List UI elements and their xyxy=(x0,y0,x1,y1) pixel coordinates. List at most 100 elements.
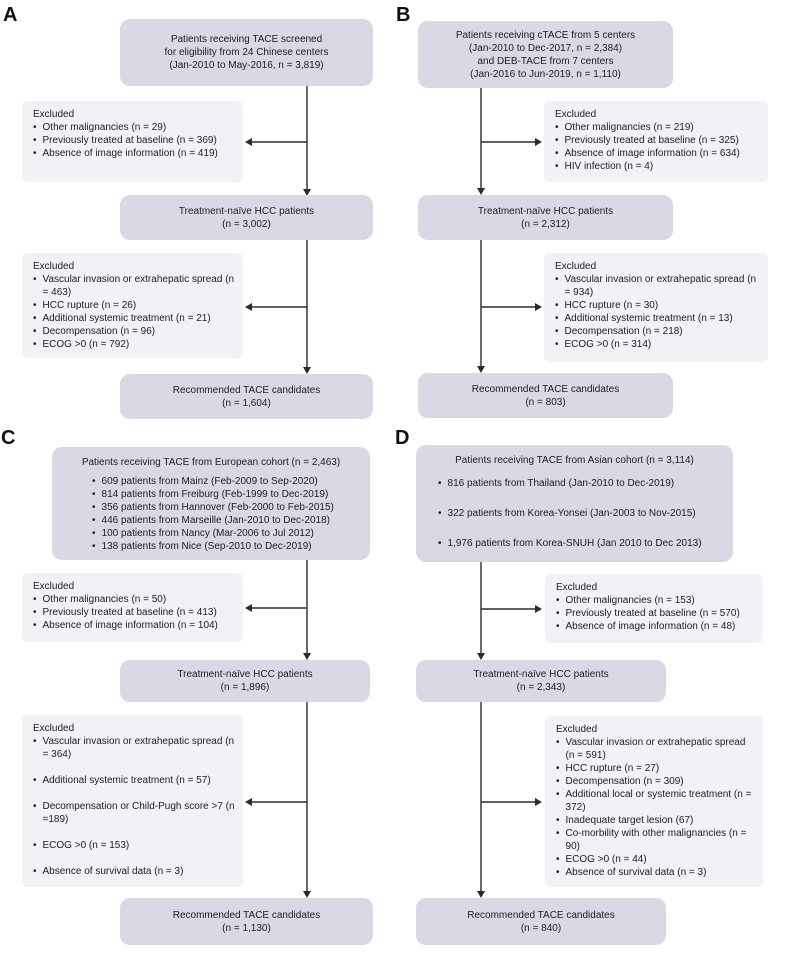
exclusion-list: •Vascular invasion or extrahepatic sprea… xyxy=(555,273,760,351)
final-line: Recommended TACE candidates xyxy=(172,384,321,396)
bullet-icon: • xyxy=(33,148,37,159)
bullet-icon: • xyxy=(555,148,559,159)
exclusion-item: • Other malignancies (n = 153) xyxy=(556,594,755,607)
exclusion-item-text: HIV infection (n = 4) xyxy=(564,161,654,172)
source-line: Patients receiving cTACE from 5 centers xyxy=(455,29,636,41)
exclusion-list: •Other malignancies (n = 29) •Previously… xyxy=(33,121,235,160)
bullet-icon: • xyxy=(556,595,560,606)
exclusion-item-text: Additional systemic treatment (n = 57) xyxy=(42,775,211,786)
exclusion-item: •Vascular invasion or extrahepatic sprea… xyxy=(33,735,235,761)
bullet-icon: • xyxy=(92,476,96,487)
exclusion-item-text: Vascular invasion or extrahepatic spread… xyxy=(42,274,235,298)
source-center-text: 609 patients from Mainz (Feb-2009 to Sep… xyxy=(101,476,318,487)
bullet-icon: • xyxy=(555,313,559,324)
exclusion-item: •ECOG >0 (n = 153) xyxy=(33,839,235,852)
exclusion-item-text: Inadequate target lesion (67) xyxy=(565,815,694,826)
exclusion-title: Excluded xyxy=(556,582,598,593)
bullet-icon: • xyxy=(438,478,442,489)
exclusion-item-text: Absence of survival data (n = 3) xyxy=(42,866,184,877)
source-center-item: •446 patients from Marseille (Jan-2010 t… xyxy=(92,514,360,527)
exclusion-title: Excluded xyxy=(33,261,75,272)
final-line: Recommended TACE candidates xyxy=(467,909,615,921)
exclusion-item: •HCC rupture (n = 30) xyxy=(555,299,760,312)
panel-a-mid-box: Treatment-naïve HCC patients (n = 3,002) xyxy=(120,195,373,240)
bullet-icon: • xyxy=(555,122,559,133)
exclusion-title: Excluded xyxy=(556,724,598,735)
exclusion-item: •Vascular invasion or extrahepatic sprea… xyxy=(556,736,755,762)
bullet-icon: • xyxy=(556,763,560,774)
bullet-icon: • xyxy=(556,608,560,619)
exclusion-item: •Other malignancies (n = 219) xyxy=(555,121,760,134)
panel-d-final-box: Recommended TACE candidates (n = 840) xyxy=(416,898,666,945)
source-center-text: 322 patients from Korea-Yonsei (Jan-2003… xyxy=(447,508,696,519)
exclusion-item: •Other malignancies (n = 50) xyxy=(33,593,235,606)
exclusion-item: •Previously treated at baseline (n = 325… xyxy=(555,134,760,147)
panel-d-exclusion-box-1: Excluded • Other malignancies (n = 153) •… xyxy=(545,574,763,643)
exclusion-item-text: Additional local or systemic treatment (… xyxy=(565,789,752,813)
exclusion-item-text: Decompensation (n = 218) xyxy=(564,326,683,337)
source-title: Patients receiving TACE from Asian cohor… xyxy=(455,455,694,466)
exclusion-item: •Vascular invasion or extrahepatic sprea… xyxy=(555,273,760,299)
bullet-icon: • xyxy=(33,594,37,605)
source-line: (Jan-2010 to May-2016, n = 3,819) xyxy=(169,60,324,71)
panel-b-exclusion-box-2: Excluded •Vascular invasion or extrahepa… xyxy=(544,253,768,362)
exclusion-item: • Decompensation (n = 218) xyxy=(555,325,760,338)
exclusion-item-text: Previously treated at baseline (n = 413) xyxy=(42,607,217,618)
arrowhead-right-icon xyxy=(535,138,542,146)
exclusion-item-text: ECOG >0 (n = 44) xyxy=(565,854,647,865)
bullet-icon: • xyxy=(92,528,96,539)
source-line: and DEB-TACE from 7 centers xyxy=(477,55,614,67)
source-center-item: •138 patients from Nice (Sep-2010 to Dec… xyxy=(92,540,360,553)
exclusion-item-text: HCC rupture (n = 30) xyxy=(564,300,659,311)
exclusion-item-text: Additional systemic treatment (n = 13) xyxy=(564,313,733,324)
exclusion-item: •HCC rupture (n = 26) xyxy=(33,299,235,312)
source-center-item: • 609 patients from Mainz (Feb-2009 to Se… xyxy=(92,475,360,488)
panel-label-b: B xyxy=(396,4,411,26)
exclusion-item-text: Absence of image information (n = 104) xyxy=(42,620,218,631)
source-center-item: • 1,976 patients from Korea-SNUH (Jan 201… xyxy=(438,537,723,550)
arrowhead-left-icon xyxy=(245,138,252,146)
exclusion-item-text: Other malignancies (n = 153) xyxy=(565,595,695,606)
exclusion-item: •ECOG >0 (n = 314) xyxy=(555,338,760,351)
exclusion-item-text: Vascular invasion or extrahepatic spread… xyxy=(42,736,235,760)
exclusion-list: •Vascular invasion or extrahepatic sprea… xyxy=(556,736,755,879)
exclusion-list: • Vascular invasion or extrahepatic sprea… xyxy=(33,273,235,351)
arrowhead-down-icon xyxy=(477,366,485,373)
exclusion-item-text: Additional systemic treatment (n = 21) xyxy=(42,313,211,324)
exclusion-item-text: Absence of survival data (n = 3) xyxy=(565,867,707,878)
exclusion-item-text: Absence of image information (n = 419) xyxy=(42,148,218,159)
source-center-item: •356 patients from Hannover (Feb-2000 to… xyxy=(92,501,360,514)
source-center-text: 1,976 patients from Korea-SNUH (Jan 2010… xyxy=(447,538,702,549)
exclusion-item: •Previously treated at baseline (n = 570… xyxy=(556,607,755,620)
mid-line: (n = 3,002) xyxy=(222,218,271,230)
source-center-item: •322 patients from Korea-Yonsei (Jan-200… xyxy=(438,507,723,520)
panel-d-exclusion-box-2: Excluded •Vascular invasion or extrahepa… xyxy=(545,716,763,887)
bullet-icon: • xyxy=(33,135,37,146)
exclusion-item-text: ECOG >0 (n = 792) xyxy=(42,339,130,350)
bullet-icon: • xyxy=(438,538,442,549)
exclusion-item-text: Decompensation (n = 96) xyxy=(42,326,156,337)
exclusion-item: •Additional systemic treatment (n = 57) xyxy=(33,774,235,787)
mid-line: Treatment-naïve HCC patients xyxy=(477,205,614,217)
bullet-icon: • xyxy=(556,815,560,826)
exclusion-item: • Absence of image information (n = 419) xyxy=(33,147,235,160)
bullet-icon: • xyxy=(555,339,559,350)
source-center-item: •816 patients from Thailand (Jan-2010 to… xyxy=(438,477,723,490)
bullet-icon: • xyxy=(33,300,37,311)
mid-line: Treatment-naïve HCC patients xyxy=(177,669,313,680)
panel-a-arrows xyxy=(245,86,311,374)
final-line: Recommended TACE candidates xyxy=(471,383,620,395)
exclusion-item: •Decompensation or Child-Pugh score >7 (… xyxy=(33,800,235,826)
exclusion-list: •Vascular invasion or extrahepatic sprea… xyxy=(33,735,235,878)
bullet-icon: • xyxy=(33,313,37,324)
source-center-text: 356 patients from Hannover (Feb-2000 to … xyxy=(101,502,334,513)
exclusion-item: • Additional systemic treatment (n = 21) xyxy=(33,312,235,325)
panel-a-source-box: Patients receiving TACE screened for eli… xyxy=(120,19,373,86)
exclusion-item: •Absence of image information (n = 104) xyxy=(33,619,235,632)
arrowhead-down-icon xyxy=(477,188,485,195)
exclusion-item: •Absence of survival data (n = 3) xyxy=(33,865,235,878)
bullet-icon: • xyxy=(555,326,559,337)
exclusion-list: •Other malignancies (n = 219) •Previousl… xyxy=(555,121,760,173)
panel-a-exclusion-box-2: Excluded • Vascular invasion or extrahepa… xyxy=(22,253,243,358)
